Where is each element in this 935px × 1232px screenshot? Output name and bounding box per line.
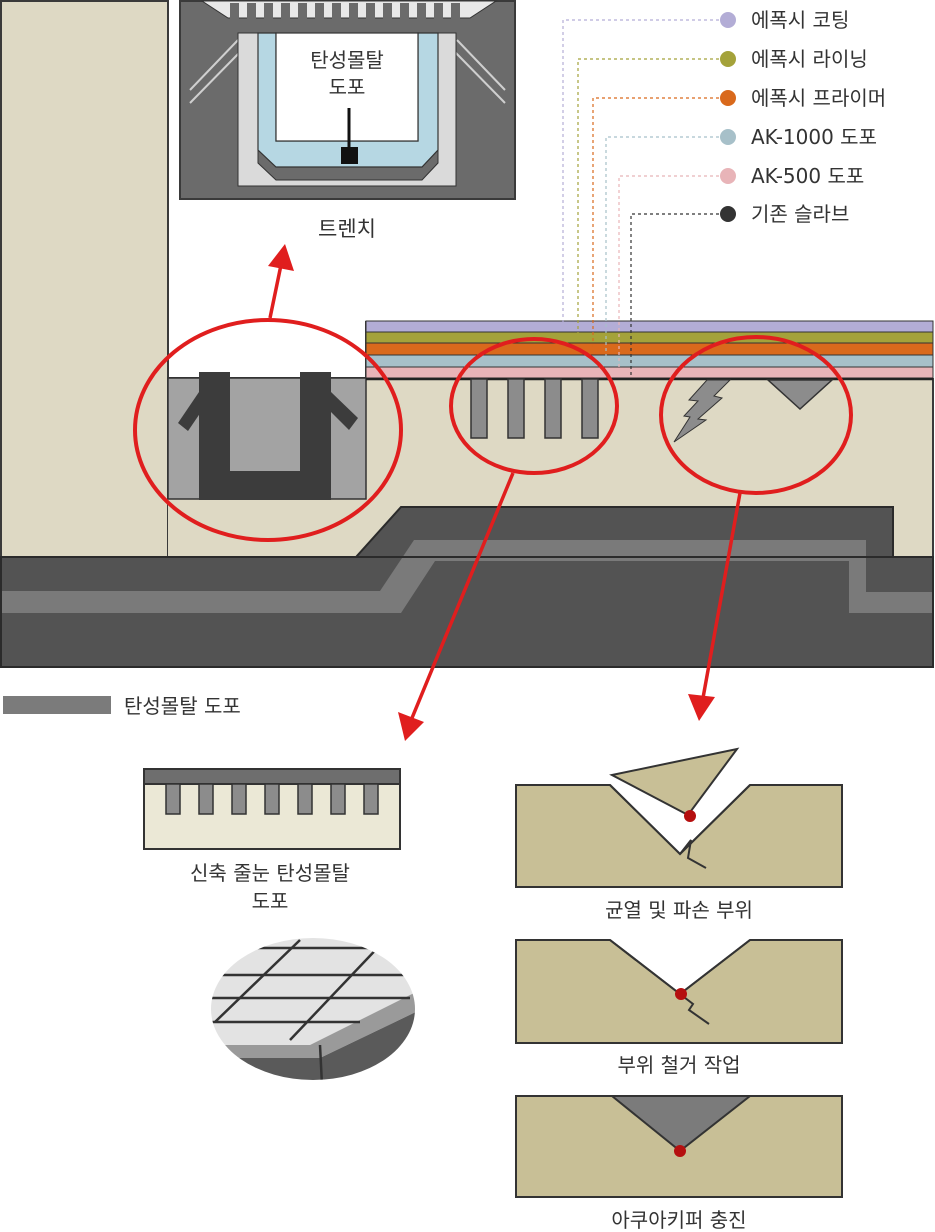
layer-epoxy-lining	[365, 331, 934, 344]
callouts	[133, 264, 853, 719]
trench-interior	[275, 32, 419, 142]
trench-caption: 트렌치	[318, 217, 376, 241]
legend-swatch	[720, 12, 736, 28]
legend-label: AK-500 도포	[751, 164, 864, 188]
v-groove-filled	[766, 379, 834, 411]
mortar-key-label: 탄성몰탈 도포	[124, 694, 241, 718]
joint-caption-line1: 신축 줄눈 탄성몰탈	[190, 861, 350, 885]
concrete-wall	[0, 0, 169, 558]
callout-trench	[133, 318, 403, 542]
legend-label: 에폭시 코팅	[751, 8, 849, 32]
trench-grating	[230, 3, 460, 33]
repair-step-fill	[515, 1095, 843, 1198]
legend-swatch	[720, 51, 736, 67]
mortar-key-swatch	[3, 696, 111, 714]
repair-step-caption: 균열 및 파손 부위	[605, 898, 753, 922]
legend-swatch	[720, 206, 736, 222]
joint-caption-line2: 도포	[252, 889, 289, 913]
callout-joints	[449, 337, 619, 475]
legend-label: 에폭시 라이닝	[751, 47, 868, 71]
repair-step-caption: 아쿠아키퍼 충진	[611, 1208, 746, 1232]
legend-item: AK-500 도포	[720, 164, 864, 188]
trench-section	[167, 372, 367, 500]
legend-label: AK-1000 도포	[751, 125, 877, 149]
legend-swatch	[720, 168, 736, 184]
crack-point	[675, 988, 687, 1000]
main-cross-section	[0, 0, 934, 668]
legend-swatch	[720, 129, 736, 145]
floor-perspective	[211, 938, 415, 1080]
trench-inset: 탄성몰탈 도포	[179, 0, 516, 200]
joint-detail-slots	[165, 783, 379, 815]
crack-point	[674, 1145, 686, 1157]
crack-shape	[673, 379, 732, 443]
repair-step-caption: 부위 철거 작업	[617, 1053, 740, 1077]
mortar-key: 탄성몰탈 도포	[3, 694, 241, 718]
joint-detail: 신축 줄눈 탄성몰탈 도포	[143, 768, 401, 913]
coating-layers	[365, 320, 934, 381]
aquakeeper-fill	[609, 1095, 753, 1153]
trench-inner-label-line2: 도포	[329, 75, 366, 99]
legend-label: 에폭시 프라이머	[751, 86, 886, 110]
trench-inner-label-line1: 탄성몰탈	[310, 48, 384, 72]
broken-fragment	[609, 747, 740, 817]
legend-leaders	[562, 19, 719, 378]
legend-item: 기존 슬라브	[720, 202, 849, 226]
callout-arrowheads	[268, 244, 715, 741]
repair-step-crack	[515, 747, 843, 888]
legend-label: 기존 슬라브	[751, 202, 849, 226]
trench-mortar-liner	[199, 372, 331, 500]
callout-crack	[659, 335, 853, 495]
legend-item: AK-1000 도포	[720, 125, 877, 149]
existing-slab-gray-band	[1, 540, 933, 613]
expansion-joints	[470, 378, 599, 439]
crack-point	[684, 810, 696, 822]
layer-ak500	[365, 366, 934, 379]
legend-swatch	[720, 90, 736, 106]
layer-epoxy-coating	[365, 320, 934, 333]
legend: 에폭시 코팅 에폭시 라이닝 에폭시 프라이머 AK-1000 도포 AK-50…	[720, 8, 886, 226]
legend-item: 에폭시 프라이머	[720, 86, 886, 110]
legend-item: 에폭시 코팅	[720, 8, 849, 32]
repair-step-removal	[515, 939, 843, 1044]
layer-epoxy-primer	[365, 342, 934, 356]
legend-item: 에폭시 라이닝	[720, 47, 868, 71]
layer-ak1000	[365, 354, 934, 368]
